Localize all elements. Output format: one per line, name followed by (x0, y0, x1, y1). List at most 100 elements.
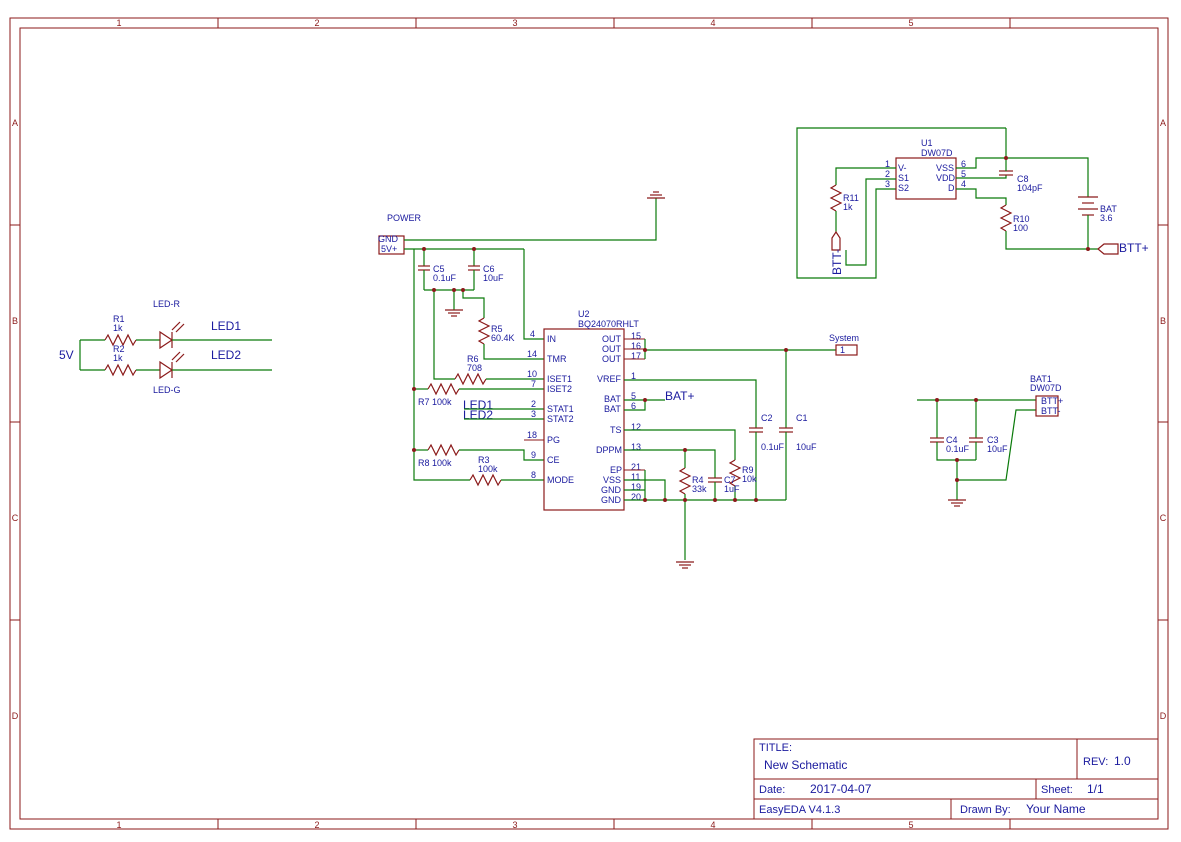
u2-pin-name: GND (601, 485, 622, 495)
ground-symbol (647, 191, 665, 199)
col-label: 5 (908, 18, 913, 28)
r9-value: 10k (742, 474, 757, 484)
u1-pin-name: V- (898, 163, 907, 173)
u1-ref: U1 (921, 138, 933, 148)
u2-pin-num: 10 (527, 369, 537, 379)
r2-value: 1k (113, 353, 123, 363)
bat1-pin1: BTT+ (1041, 396, 1063, 406)
u2-pin-name: DPPM (596, 445, 622, 455)
power-name: POWER (387, 213, 422, 223)
r8-ref: R8 (418, 458, 430, 468)
row-label: D (12, 711, 19, 721)
r7-ref: R7 (418, 397, 430, 407)
r1-value: 1k (113, 323, 123, 333)
u1-pin-num: 6 (961, 159, 966, 169)
u1-pin-name: VDD (936, 173, 956, 183)
c7-ref: C7 (724, 475, 736, 485)
col-label: 4 (710, 820, 715, 830)
col-label: 1 (116, 18, 121, 28)
u1-pin-num: 2 (885, 169, 890, 179)
u2-pin-num: 16 (631, 341, 641, 351)
u2-pin-num: 4 (530, 329, 535, 339)
c2-ref: C2 (761, 413, 773, 423)
resistor-r5 (477, 317, 491, 345)
battery-connector-section: C4 0.1uF C3 10uF BAT1 DW07D BTT+ BTT- (917, 374, 1063, 507)
u2-ref: U2 (578, 309, 590, 319)
charger-output-network: 1 System C2 0.1uF C1 10uF BAT+ R9 10k C7… (624, 333, 859, 569)
col-label: 4 (710, 18, 715, 28)
r9-ref: R9 (742, 465, 754, 475)
system-pin: 1 (840, 345, 845, 355)
system-name: System (829, 333, 859, 343)
col-label: 1 (116, 820, 121, 830)
u2-pin-name: CE (547, 455, 560, 465)
title-block: TITLE: New Schematic REV: 1.0 Date: 2017… (753, 738, 1159, 820)
battery-symbol (1078, 196, 1098, 216)
r11-ref: R11 (843, 193, 859, 203)
r3-ref: R3 (478, 455, 490, 465)
r4-ref: R4 (692, 475, 704, 485)
u2-pin-name: ISET1 (547, 374, 572, 384)
u2-pin-name: ISET2 (547, 384, 572, 394)
led-green (159, 351, 185, 380)
u1-pin-name: S2 (898, 183, 909, 193)
net-label-btt-plus: BTT+ (1119, 241, 1149, 255)
resistor-r3 (469, 473, 502, 487)
drawn-by-value: Your Name (1026, 802, 1086, 816)
u2-pin-num: 1 (631, 371, 636, 381)
u2-pin-num: 2 (531, 399, 536, 409)
u2-pin-num: 9 (531, 450, 536, 460)
u2-pin-name: STAT2 (547, 414, 574, 424)
u1-pin-num: 3 (885, 179, 890, 189)
u2-pin-num: 15 (631, 331, 641, 341)
bat1-part: DW07D (1030, 383, 1062, 393)
col-label: 3 (512, 820, 517, 830)
c8-value: 104pF (1017, 183, 1043, 193)
u2-pin-name: TS (610, 425, 622, 435)
net-label-led2-in: LED2 (463, 408, 493, 422)
row-label: C (12, 513, 19, 523)
u2-pin-name: TMR (547, 354, 567, 364)
r7-value: 100k (432, 397, 452, 407)
u2-pin-num: 14 (527, 349, 537, 359)
u2-pin-num: 8 (531, 470, 536, 480)
u2-part: BQ24070RHLT (578, 319, 639, 329)
u2-pin-num: 11 (631, 472, 640, 482)
r11-value: 1k (843, 202, 853, 212)
r2-ref: R2 (113, 344, 125, 354)
drawing-frame: 1 2 3 4 5 1 2 3 4 5 A B C D A B C D (9, 17, 1169, 830)
u1-pin-name: D (948, 183, 955, 193)
resistor-r8 (427, 443, 460, 457)
resistor-r11 (829, 184, 843, 212)
sheet-value: 1/1 (1087, 782, 1104, 796)
net-label-btt-minus: BTT- (830, 249, 844, 275)
resistor-r10 (999, 204, 1013, 232)
r3-value: 100k (478, 464, 498, 474)
u2-pin-num: 13 (631, 442, 641, 452)
u1-part: DW07D (921, 148, 953, 158)
u2-pin-name: OUT (602, 354, 622, 364)
c6-ref: C6 (483, 264, 495, 274)
drawn-by-label: Drawn By: (960, 804, 1011, 816)
resistor-r1 (104, 333, 137, 347)
c3-value: 10uF (987, 444, 1008, 454)
r5-value: 60.4K (491, 333, 515, 343)
bat1-pin2: BTT- (1041, 406, 1061, 416)
battery-protection-section: U1 DW07D 1 V- 2 S1 3 S2 VSS 6 VDD 5 D 4 … (796, 127, 1149, 279)
resistor-r7 (427, 382, 460, 396)
u2-pin-name: PG (547, 435, 560, 445)
u2-pin-num: 6 (631, 401, 636, 411)
u1-pin-name: VSS (936, 163, 954, 173)
title-label: TITLE: (759, 742, 792, 754)
u2-pin-name: EP (610, 465, 622, 475)
r1-ref: R1 (113, 314, 125, 324)
col-label: 2 (314, 820, 319, 830)
u2-pin-num: 19 (631, 482, 641, 492)
tool-version: EasyEDA V4.1.3 (759, 804, 840, 816)
u2-pin-num: 17 (631, 351, 641, 361)
c6-value: 10uF (483, 273, 504, 283)
net-label-5v: 5V (59, 348, 74, 362)
r5-ref: R5 (491, 324, 503, 334)
schematic-title: New Schematic (764, 758, 847, 772)
row-label: D (1160, 711, 1167, 721)
